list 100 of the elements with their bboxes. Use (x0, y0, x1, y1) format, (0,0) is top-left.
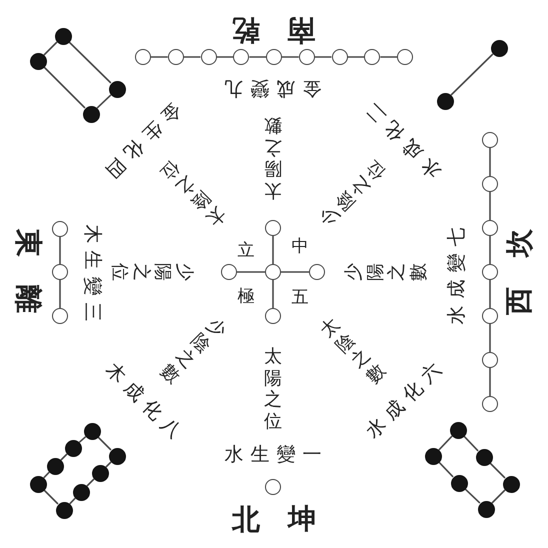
heading-text: 北 (232, 506, 260, 534)
solid-dot (46, 458, 64, 474)
solid-dot (478, 500, 494, 518)
hollow-circle (482, 352, 498, 368)
radial-text: 少陽之位 (108, 262, 196, 282)
connector-line (60, 453, 68, 461)
solid-dot (82, 106, 100, 122)
hollow-circle (265, 308, 281, 324)
connector-line (438, 436, 453, 450)
hollow-circle (482, 132, 498, 148)
connector-line (68, 41, 112, 84)
solid-dot (84, 422, 100, 440)
solid-dot (108, 448, 126, 464)
hollow-circle (309, 264, 325, 280)
heading-text: 離 (14, 285, 42, 313)
hollow-circle (482, 176, 498, 192)
connector-line (450, 53, 494, 96)
solid-dot (490, 40, 508, 56)
connector-line (184, 56, 200, 58)
connector-line (489, 148, 491, 176)
connector-line (237, 271, 265, 273)
connector-line (489, 236, 491, 264)
hollow-circle (265, 220, 281, 236)
connector-line (151, 56, 168, 58)
solid-dot (30, 476, 46, 492)
connector-line (489, 192, 491, 220)
hollow-circle (482, 264, 498, 280)
radial-text: 少陰之數 (156, 313, 231, 389)
solid-dot (56, 502, 72, 518)
connector-line (463, 436, 479, 452)
connector-line (249, 56, 266, 58)
hollow-circle (482, 396, 498, 412)
connector-line (59, 237, 61, 264)
center-text: 中 (292, 238, 308, 256)
center-text: 五 (292, 290, 308, 306)
hollow-circle (52, 264, 68, 280)
solid-dot (108, 80, 126, 98)
hollow-circle (397, 49, 413, 65)
connector-line (438, 462, 454, 478)
connector-line (380, 56, 397, 58)
solid-dot (450, 422, 466, 438)
connector-line (464, 488, 480, 504)
hollow-circle (135, 49, 151, 65)
hollow-circle (265, 264, 281, 280)
solid-dot (476, 448, 492, 466)
solid-dot (436, 92, 454, 110)
hollow-circle (298, 49, 315, 65)
hollow-circle (265, 479, 281, 495)
heading-text: 坎 (506, 229, 534, 257)
connector-line (348, 56, 364, 58)
connector-line (96, 94, 112, 109)
connector-line (43, 472, 50, 478)
radial-text: 太陰之數 (315, 313, 390, 389)
hollow-circle (482, 220, 498, 236)
connector-line (489, 324, 491, 352)
connector-line (489, 368, 491, 396)
solid-dot (54, 28, 72, 44)
radial-text: 太陰之位 (156, 156, 231, 231)
connector-line (43, 41, 58, 56)
hollow-circle (200, 49, 216, 65)
connector-line (43, 66, 86, 109)
connector-line (272, 280, 274, 308)
caption-text: 水成變七 (448, 220, 466, 326)
connector-line (489, 462, 506, 479)
connector-line (216, 56, 234, 58)
caption-text: 木生變三 (82, 224, 102, 328)
connector-line (281, 271, 309, 273)
hollow-circle (266, 49, 282, 65)
connector-line (59, 280, 61, 308)
center-text: 極 (238, 288, 254, 306)
solid-dot (72, 484, 90, 500)
heading-text: 乾 (232, 16, 260, 44)
solid-dot (30, 52, 46, 70)
solid-dot (450, 474, 468, 492)
radial-text: 太陽之位 (263, 346, 283, 432)
hollow-circle (332, 49, 348, 65)
solid-dot (92, 464, 108, 482)
caption-text: 水生變一 (224, 446, 328, 464)
connector-line (491, 489, 506, 504)
hollow-circle (233, 49, 250, 65)
hollow-circle (52, 308, 68, 324)
connector-line (97, 436, 112, 451)
center-text: 立 (238, 242, 254, 260)
hollow-circle (221, 264, 237, 280)
connector-line (69, 498, 76, 504)
radial-text: 少陽之數 (342, 262, 430, 282)
caption-text: 金成變九 (218, 78, 322, 98)
connector-line (86, 478, 95, 487)
connector-line (43, 489, 59, 505)
hollow-circle (168, 49, 184, 65)
hollow-circle (52, 221, 68, 237)
hollow-circle (482, 308, 498, 324)
heading-text: 坤 (288, 505, 316, 533)
solid-dot (502, 476, 520, 492)
radial-text: 少陰之位 (315, 156, 390, 231)
connector-line (489, 280, 491, 308)
heading-text: 西 (505, 287, 533, 315)
connector-line (272, 236, 274, 264)
heading-text: 南 (287, 16, 315, 44)
radial-text: 太陽之數 (263, 114, 283, 202)
